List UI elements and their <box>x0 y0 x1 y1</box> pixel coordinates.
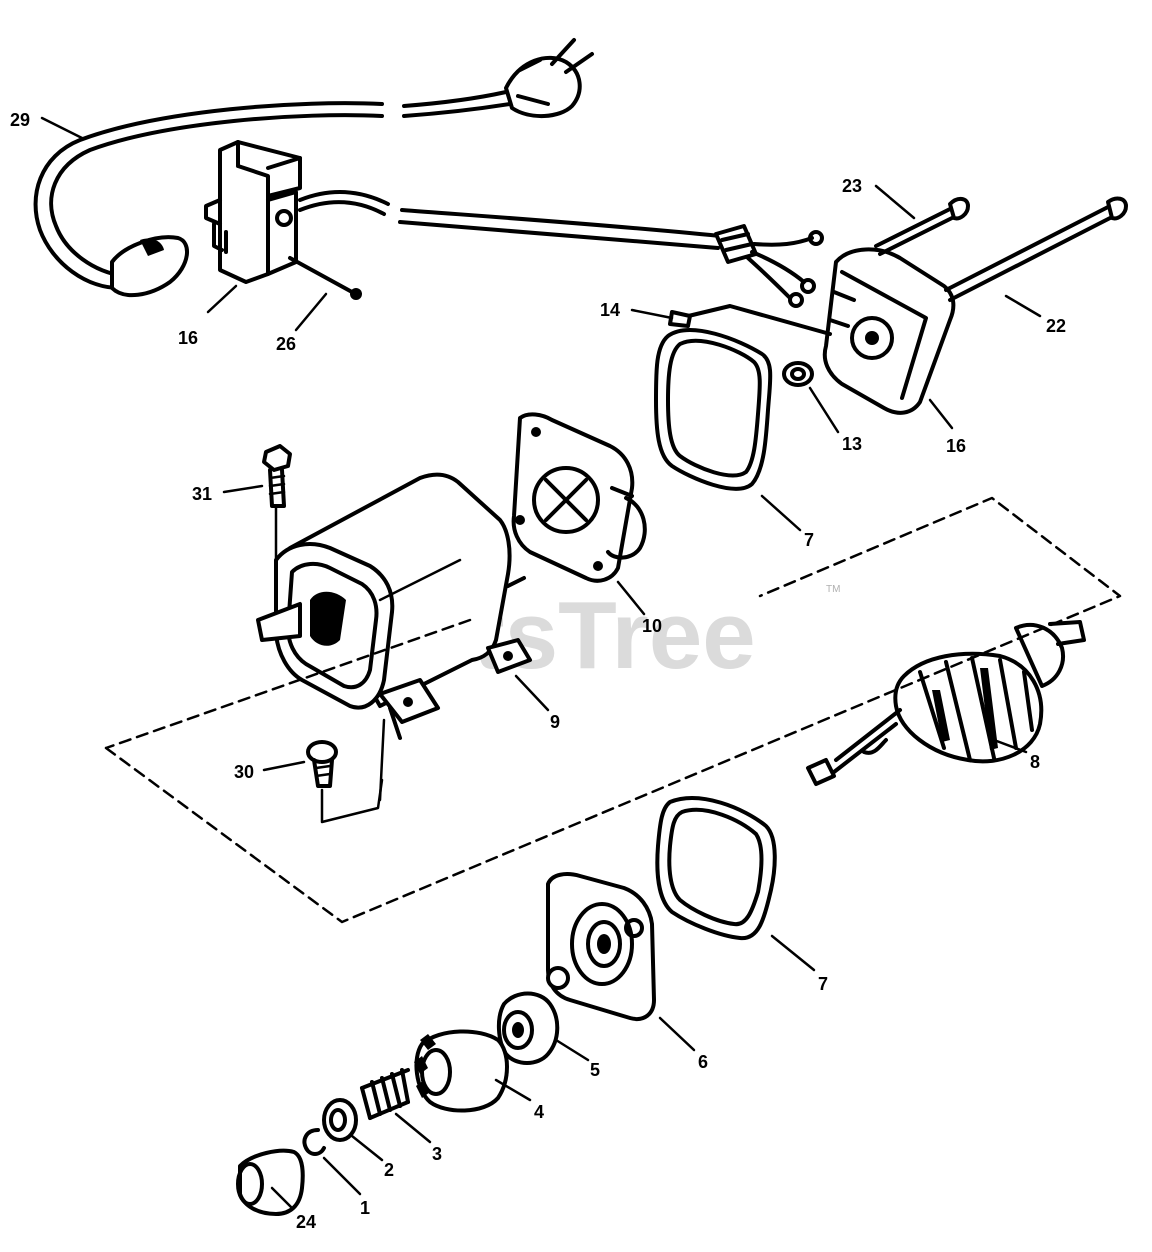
callout-5: 5 <box>590 1060 600 1080</box>
spring-3[interactable] <box>360 1068 410 1120</box>
through-bolt-22[interactable] <box>944 196 1128 302</box>
callout-29: 29 <box>10 110 30 130</box>
callout-7: 7 <box>804 530 814 550</box>
callout-8: 8 <box>1030 752 1040 772</box>
motor-housing-9[interactable] <box>256 472 532 802</box>
through-bolt-23[interactable] <box>874 197 970 256</box>
callout-10: 10 <box>642 616 662 636</box>
callout-13: 13 <box>842 434 862 454</box>
screw-14[interactable] <box>668 304 832 336</box>
brush-plate-10[interactable] <box>511 412 647 583</box>
callout-16: 16 <box>946 436 966 456</box>
watermark-trademark: TM <box>826 584 840 595</box>
gear-hub-5[interactable] <box>497 991 560 1065</box>
callout-23: 23 <box>842 176 862 196</box>
callout-26: 26 <box>276 334 296 354</box>
callout-6: 6 <box>698 1052 708 1072</box>
collar-2[interactable] <box>322 1098 358 1142</box>
gasket-7-top[interactable] <box>654 328 773 491</box>
assembly-envelope <box>104 496 1122 924</box>
retaining-ring-1[interactable] <box>302 1128 326 1156</box>
callout-7: 7 <box>818 974 828 994</box>
pinion-gear-4[interactable] <box>414 1029 509 1113</box>
gasket-7-bottom[interactable] <box>655 796 777 941</box>
cap-24[interactable] <box>236 1148 305 1216</box>
callout-2: 2 <box>384 1160 394 1180</box>
callout-24: 24 <box>296 1212 316 1232</box>
callout-22: 22 <box>1046 316 1066 336</box>
screw-30[interactable] <box>306 740 384 824</box>
power-cord[interactable] <box>33 38 594 298</box>
callout-14: 14 <box>600 300 620 320</box>
armature-8[interactable] <box>806 620 1086 786</box>
leader-lines <box>40 116 1042 1210</box>
switch-box[interactable] <box>204 140 390 284</box>
callout-labels: 29 16 26 23 14 22 13 16 31 7 10 9 30 8 7… <box>10 110 1066 1232</box>
callout-4: 4 <box>534 1102 544 1122</box>
washer-13[interactable] <box>782 361 814 387</box>
callout-1: 1 <box>360 1198 370 1218</box>
callout-31: 31 <box>192 484 212 504</box>
callout-30: 30 <box>234 762 254 782</box>
switch-lead-wire[interactable] <box>398 208 824 308</box>
callout-9: 9 <box>550 712 560 732</box>
screw-26[interactable] <box>288 256 362 300</box>
end-cap-assembly[interactable] <box>822 247 956 415</box>
callout-16: 16 <box>178 328 198 348</box>
drive-end-plate-6[interactable] <box>546 872 656 1021</box>
callout-3: 3 <box>432 1144 442 1164</box>
